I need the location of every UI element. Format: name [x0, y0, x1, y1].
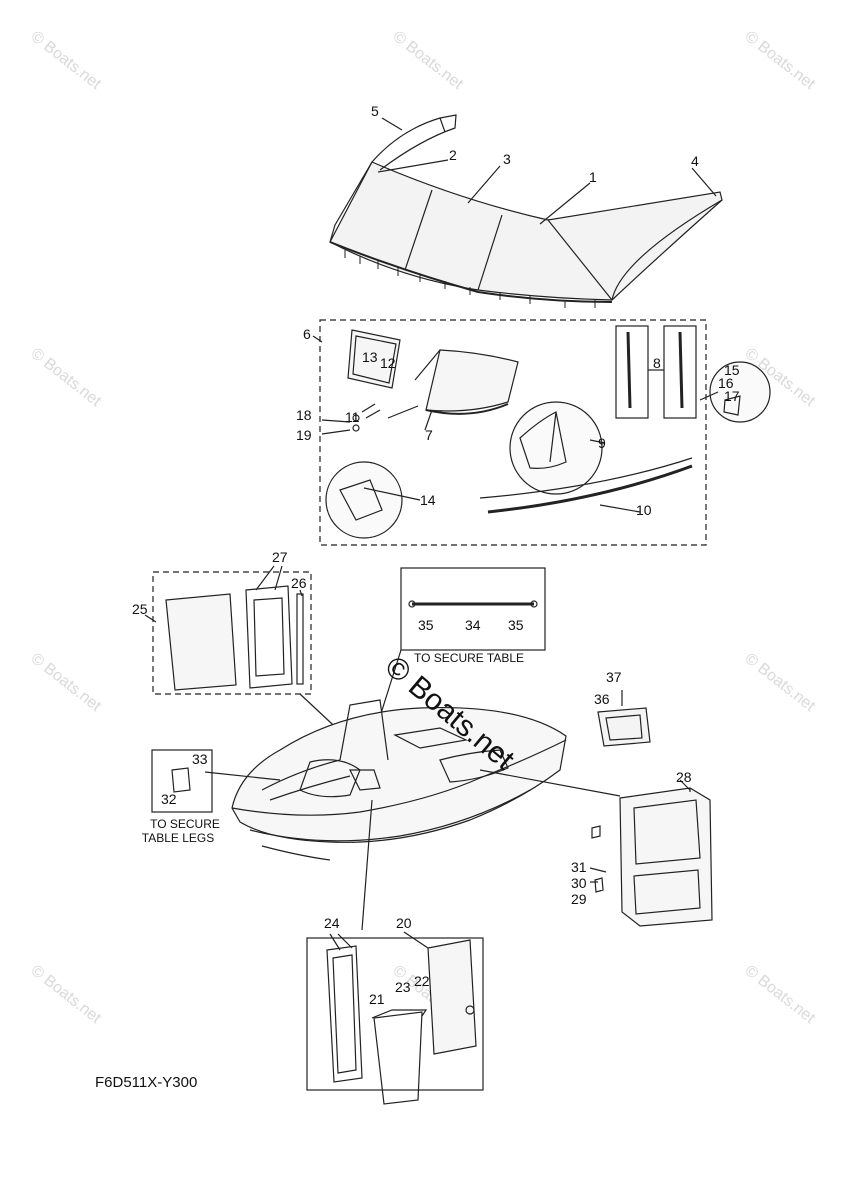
- callout-3: 3: [503, 151, 511, 167]
- callout-35-left: 35: [418, 617, 434, 633]
- callout-5: 5: [371, 103, 379, 119]
- callout-12: 12: [380, 355, 396, 371]
- callout-31: 31: [571, 859, 587, 875]
- note-secure-table-legs-line1: TO SECURE: [150, 817, 220, 831]
- figure-code: F6D511X-Y300: [95, 1074, 198, 1091]
- callout-10: 10: [636, 502, 652, 518]
- callout-1: 1: [589, 169, 597, 185]
- callout-6: 6: [303, 326, 311, 342]
- callout-8: 8: [653, 355, 661, 371]
- callout-14: 14: [420, 492, 436, 508]
- callout-2: 2: [449, 147, 457, 163]
- note-secure-table-legs-line2: TABLE LEGS: [141, 831, 215, 845]
- callout-32: 32: [161, 791, 177, 807]
- note-secure-table: TO SECURE TABLE: [414, 651, 525, 665]
- callout-22: 22: [414, 973, 430, 989]
- callout-23: 23: [395, 979, 411, 995]
- callout-15: 15: [724, 362, 740, 378]
- callout-19: 19: [296, 427, 312, 443]
- callout-4: 4: [691, 153, 699, 169]
- callout-7: 7: [425, 427, 433, 443]
- callout-27: 27: [272, 549, 288, 565]
- bimini-top: [329, 114, 723, 308]
- windshield-kit-box: [319, 319, 707, 546]
- callout-34: 34: [465, 617, 481, 633]
- boat-hull: [231, 699, 567, 861]
- callout-11: 11: [345, 409, 360, 425]
- callout-13: 13: [362, 349, 378, 365]
- callout-30: 30: [571, 875, 587, 891]
- callout-28: 28: [676, 769, 692, 785]
- callout-18: 18: [296, 407, 312, 423]
- callout-25: 25: [132, 601, 148, 617]
- callout-16: 16: [718, 375, 734, 391]
- callout-20: 20: [396, 915, 412, 931]
- callout-33: 33: [192, 751, 208, 767]
- callout-21: 21: [369, 991, 385, 1007]
- callout-35-right: 35: [508, 617, 524, 633]
- callout-37: 37: [606, 669, 622, 685]
- callout-17: 17: [724, 388, 740, 404]
- callout-26: 26: [291, 575, 307, 591]
- callout-36: 36: [594, 691, 610, 707]
- callout-29: 29: [571, 891, 587, 907]
- callout-9: 9: [598, 435, 606, 451]
- callout-24: 24: [324, 915, 340, 931]
